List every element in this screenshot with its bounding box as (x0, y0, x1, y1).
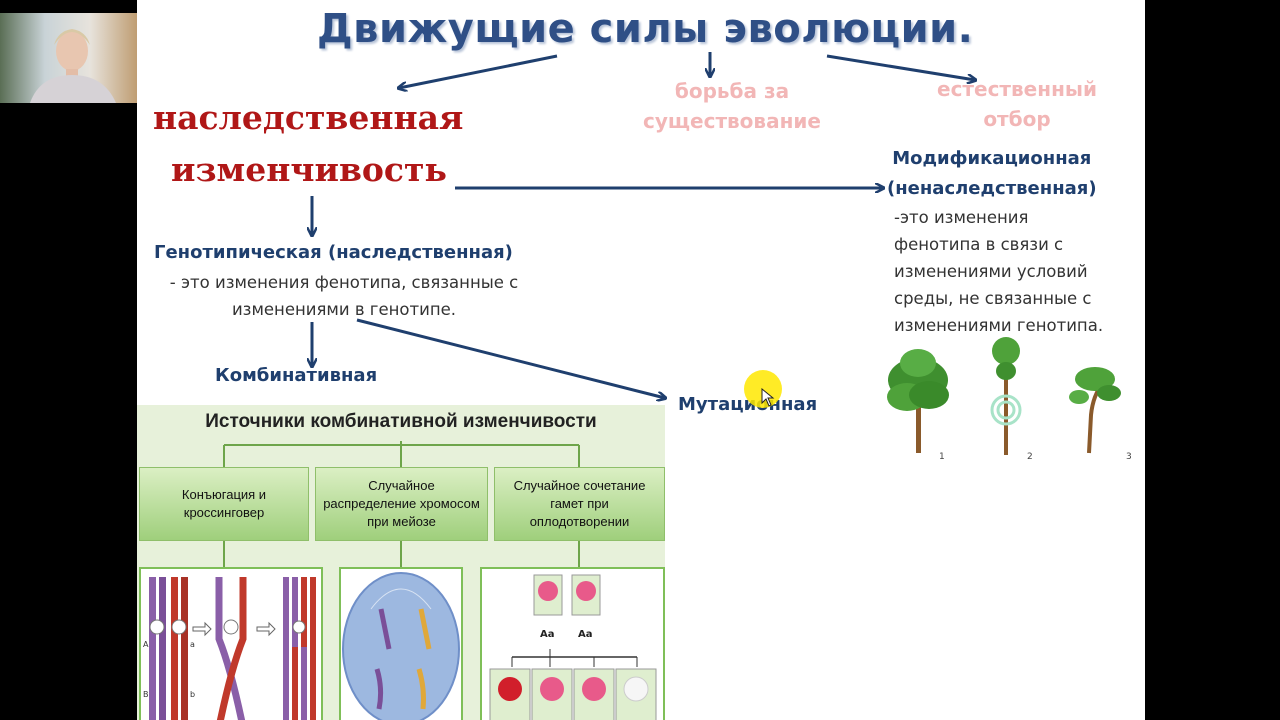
tree-ring-icon (990, 394, 1022, 426)
modification-heading: Модификационная (ненаследственная) (887, 144, 1097, 204)
chromosome-label-A: A (143, 640, 149, 649)
chromosome-label-b: b (190, 690, 195, 699)
modification-desc-line4: среды, не связанные с (894, 289, 1092, 308)
presentation-slide: Движущие силы эволюции. борьба за сущест… (137, 0, 1145, 720)
struggle-for-existence-label: борьба за существование (643, 79, 821, 133)
hereditary-label: наследственная (153, 98, 464, 137)
modification-desc-line2: фенотипа в связи с (894, 235, 1064, 254)
webcam-video-overlay (0, 13, 150, 103)
trees-illustration: 1 2 3 (887, 337, 1132, 462)
crossing-over-illustration: A a B b (139, 567, 323, 720)
tree-label-1: 1 (939, 452, 945, 462)
modification-heading-line1: Модификационная (892, 148, 1092, 169)
mouse-cursor-icon (761, 388, 775, 407)
combinative-label: Комбинативная (215, 365, 378, 386)
natural-selection-label: естественный отбор (937, 77, 1097, 131)
diagram-title: Источники комбинативной изменчивости (205, 411, 597, 432)
arrows-layer (137, 52, 1145, 720)
source-box-meiosis: Случайное распределение хромосом при мей… (315, 467, 488, 541)
modification-desc-line1: -это изменения (894, 208, 1029, 227)
genotypic-heading: Генотипическая (наследственная) (154, 242, 513, 263)
chromosome-label-a: a (190, 640, 195, 649)
diagram-connectors (223, 441, 580, 567)
mutational-label: Мутационная (678, 394, 818, 415)
slide-title: Движущие силы эволюции. (317, 6, 974, 52)
source-box-conjugation: Конъюгация и кроссинговер (139, 467, 309, 541)
source-box-fertilization: Случайное сочетание гамет при оплодотвор… (494, 467, 665, 541)
tree-label-3: 3 (1126, 452, 1132, 462)
meiosis-cell-illustration (339, 567, 463, 720)
arrow-genotypic-to-mutational (356, 318, 665, 398)
variability-label: изменчивость (171, 150, 447, 189)
arrow-title-to-hereditary (399, 54, 558, 88)
parent-label-1: Aa (540, 629, 555, 640)
arrow-title-to-selection (826, 54, 975, 80)
modification-heading-line2: (ненаследственная) (887, 178, 1097, 199)
presenter-video (30, 29, 116, 103)
modification-description: -это изменения фенотипа в связи с измене… (894, 204, 1134, 339)
tree-label-2: 2 (1027, 452, 1033, 462)
chromosome-label-B: B (143, 690, 149, 699)
fertilization-flowers-illustration: Aa Aa (480, 567, 665, 720)
combinative-sources-diagram: Источники комбинативной изменчивости Кон… (137, 405, 665, 720)
modification-desc-line3: изменениями условий (894, 262, 1088, 281)
genotypic-description: - это изменения фенотипа, связанные с из… (169, 273, 519, 319)
parent-label-2: Aa (578, 629, 593, 640)
modification-desc-line5: изменениями генотипа. (894, 316, 1104, 335)
